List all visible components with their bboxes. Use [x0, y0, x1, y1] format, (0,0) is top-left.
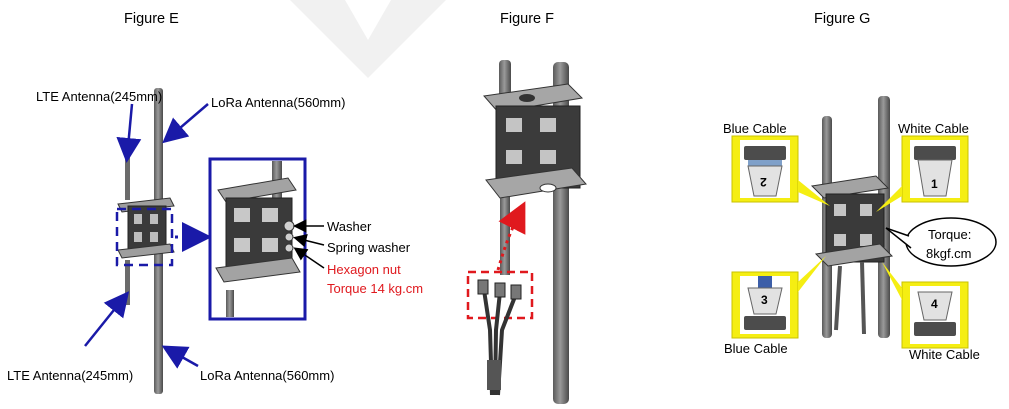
lte-top-callout	[116, 103, 142, 163]
lora-antenna-bottom-label: LoRa Antenna(560mm)	[200, 368, 335, 383]
connector-card-3	[731, 271, 799, 339]
watermark-shape	[290, 0, 446, 78]
torque-label: Torque:	[928, 227, 972, 242]
lte-bottom-callout	[84, 291, 130, 347]
figure-e-graphic	[84, 88, 325, 394]
figure-f-title: Figure F	[500, 11, 554, 27]
lora-antenna-top-label: LoRa Antenna(560mm)	[211, 95, 346, 110]
cable-arrow	[496, 201, 526, 271]
figure-g-title: Figure G	[814, 11, 871, 27]
spring-washer-label: Spring washer	[327, 240, 411, 255]
lora-bottom-callout	[161, 345, 199, 369]
connector-card-2	[731, 135, 799, 203]
hexagon-nut-label: Hexagon nut	[327, 262, 401, 277]
small-bracket-plate	[127, 205, 167, 253]
lte-antenna-top-label: LTE Antenna(245mm)	[36, 89, 163, 104]
figure-g-graphic	[731, 96, 997, 349]
figure-f-graphic	[466, 60, 587, 404]
connector-card-1	[901, 135, 969, 203]
connector-card-4	[901, 281, 969, 349]
torque-value-label: 8kgf.cm	[926, 246, 972, 261]
connector-number-2: 2	[760, 175, 767, 189]
figure-e-title: Figure E	[124, 11, 179, 27]
white-cable-bottom-label: White Cable	[909, 347, 980, 362]
lte-antenna-bottom-label: LTE Antenna(245mm)	[7, 368, 134, 383]
detail-dashed-box	[115, 207, 174, 267]
lte-antenna-bottom-rod	[125, 260, 130, 305]
lora-top-callout	[162, 103, 209, 144]
blue-cable-bottom-label: Blue Cable	[724, 341, 788, 356]
connector-number-4: 4	[931, 297, 938, 311]
washer-label: Washer	[327, 219, 372, 234]
cable-dashed-box	[466, 270, 534, 320]
blue-cable-top-label: Blue Cable	[723, 121, 787, 136]
connector-number-1: 1	[931, 177, 938, 191]
white-cable-top-label: White Cable	[898, 121, 969, 136]
lte-antenna-pole-f-bottom	[500, 195, 510, 275]
hexagon-nut-torque-label: Torque 14 kg.cm	[327, 281, 424, 296]
lte-antenna-top-rod	[125, 150, 130, 200]
connector-number-3: 3	[761, 293, 768, 307]
